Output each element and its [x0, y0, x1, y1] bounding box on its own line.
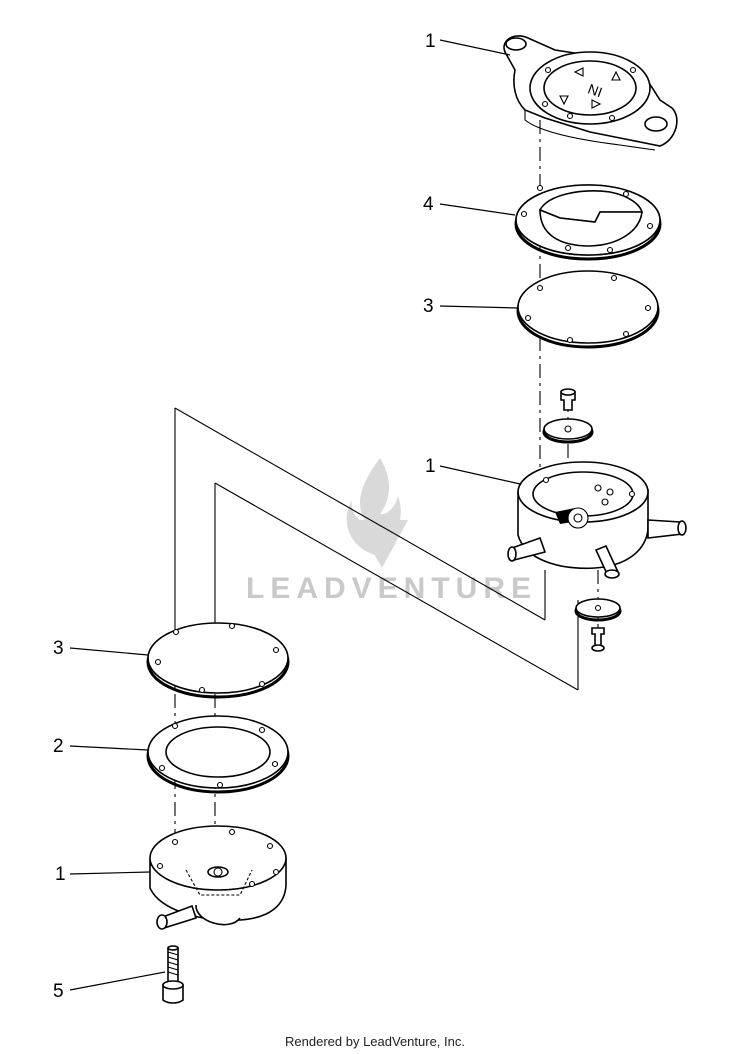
top-cover: IN: [503, 35, 678, 151]
callout-lower-gasket: 2: [53, 736, 64, 757]
top-gasket: [514, 184, 662, 261]
pump-body: [507, 461, 687, 579]
callout-top-diaphragm: 3: [423, 296, 434, 317]
top-diaphragm: [516, 270, 660, 349]
callouts: 1 4 3 1 3 2 1 5: [53, 31, 521, 1002]
leadventure-watermark: LEADVENTURE: [246, 458, 537, 605]
arrow-icon: [611, 70, 621, 81]
lower-diaphragm: [146, 622, 290, 699]
check-valve-lower: [574, 598, 622, 652]
callout-top-gasket: 4: [423, 194, 434, 215]
callout-lower-cover: 1: [55, 864, 66, 885]
callout-top-cover: 1: [425, 31, 436, 52]
lower-gasket: [146, 715, 290, 794]
screw: [162, 945, 184, 1004]
arrow-icon: [591, 99, 602, 109]
watermark-text: LEADVENTURE: [246, 572, 537, 605]
callout-pump-body: 1: [425, 456, 436, 477]
check-valve-upper: [542, 388, 594, 444]
flame-logo-icon: [346, 458, 401, 556]
callout-lower-diaphragm: 3: [53, 638, 64, 659]
callout-screw: 5: [53, 981, 64, 1002]
arrow-icon: [573, 67, 584, 77]
footer-credit: Rendered by LeadVenture, Inc.: [285, 1034, 465, 1049]
v-logo-icon: [355, 520, 408, 568]
arrow-icon: [559, 95, 569, 106]
cover-in-marking: IN: [586, 81, 605, 101]
lower-cover: [149, 825, 287, 930]
